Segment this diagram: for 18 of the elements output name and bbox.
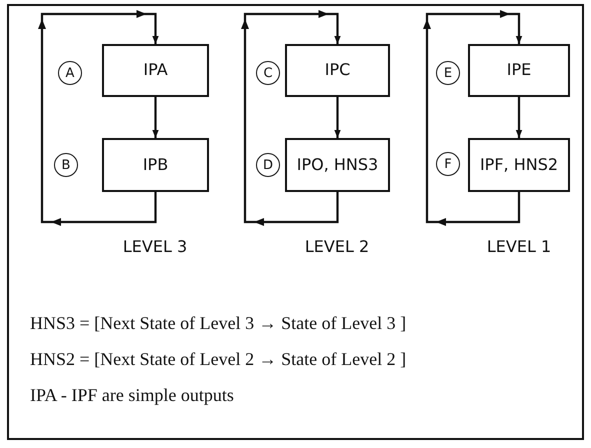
note-text: HNS3 = [Next State of Level 3 → State of Level 3 ] bbox=[30, 313, 406, 334]
note-text: HNS2 = [Next State of Level 2 → State of Level 2 ] bbox=[30, 349, 406, 370]
circled-letter: F bbox=[436, 152, 460, 176]
process-box: IPA bbox=[102, 44, 209, 97]
level-label: LEVEL 3 bbox=[122, 237, 188, 256]
circled-letter: B bbox=[54, 153, 78, 177]
note-text: IPA - IPF are simple outputs bbox=[30, 385, 234, 406]
process-box: IPB bbox=[102, 138, 209, 192]
level-label: LEVEL 2 bbox=[304, 237, 370, 256]
level-label: LEVEL 1 bbox=[486, 237, 552, 256]
circled-letter: A bbox=[58, 61, 82, 85]
process-box: IPF, HNS2 bbox=[468, 138, 570, 192]
circled-letter: C bbox=[256, 61, 280, 85]
circled-letter: D bbox=[256, 153, 280, 177]
process-box: IPO, HNS3 bbox=[285, 138, 390, 192]
circled-letter: E bbox=[436, 61, 460, 85]
process-box: IPE bbox=[468, 44, 570, 97]
process-box: IPC bbox=[285, 44, 390, 97]
